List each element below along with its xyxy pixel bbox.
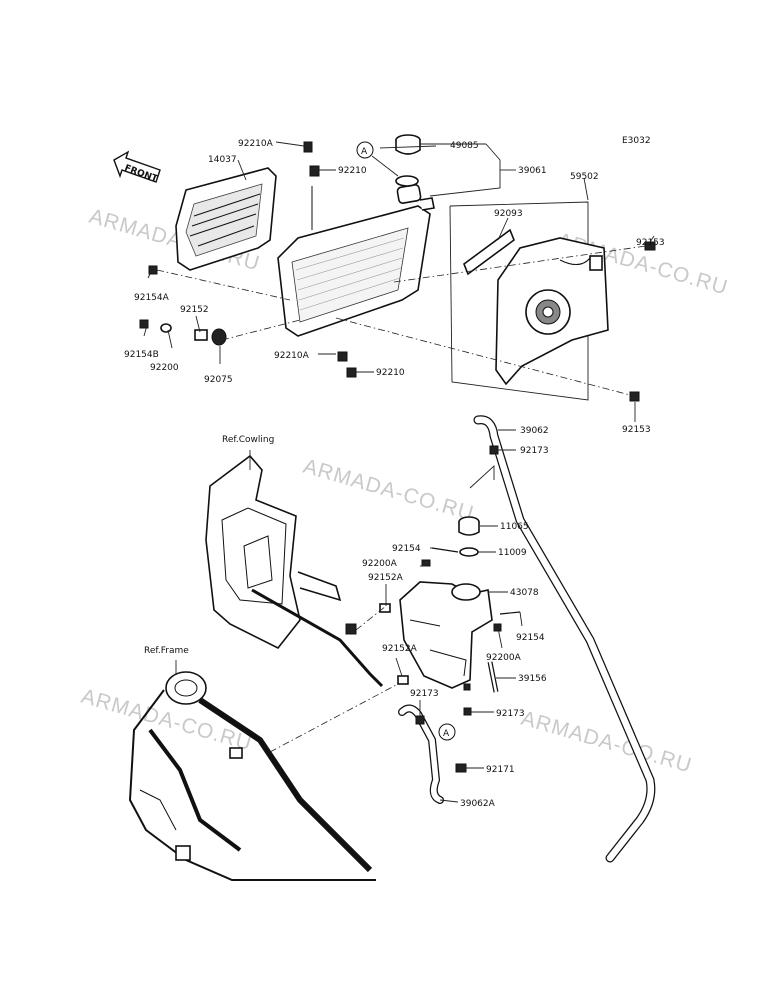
label-39062A: 39062A (460, 799, 496, 809)
label-92152: 92152 (180, 305, 209, 315)
hose-39062A (398, 704, 467, 804)
label-92154: 92154 (392, 544, 421, 554)
label-92093: 92093 (494, 209, 523, 219)
drain-tube (463, 661, 499, 716)
label-92210-bottom: 92210 (376, 368, 405, 378)
label-ref-frame: Ref.Frame (144, 646, 189, 656)
label-92154A: 92154A (134, 293, 170, 303)
label-92200A-left: 92200A (362, 559, 398, 569)
callout-a-bottom: A (438, 723, 456, 741)
leader-lines-top (143, 141, 655, 422)
radiator-screen (175, 167, 277, 271)
radiator (277, 141, 435, 378)
label-92210A-bottom: 92210A (274, 351, 310, 361)
label-92210A-top: 92210A (238, 139, 274, 149)
label-92173-top: 92173 (520, 446, 549, 456)
cowling-bracket (205, 454, 384, 688)
hardware-left (139, 265, 227, 346)
label-49085: 49085 (450, 141, 479, 151)
part-labels: 14037 92210A 92210 49085 39061 59502 920… (124, 139, 665, 809)
label-14037: 14037 (208, 155, 237, 165)
reservoir-tank (399, 581, 493, 689)
watermark-5: ARMADA-CO.RU (519, 707, 695, 778)
leader-lines-bottom (175, 429, 523, 803)
callout-a-top-letter: A (361, 147, 368, 157)
label-92154B: 92154B (124, 350, 159, 360)
hose-39062 (473, 415, 656, 863)
label-43078: 43078 (510, 588, 539, 598)
callout-a-top: A (356, 141, 399, 177)
label-92152A-bottom: 92152A (382, 644, 418, 654)
label-92171: 92171 (486, 765, 515, 775)
radiator-cap (395, 134, 421, 155)
reservoir-cap (458, 516, 480, 557)
tank-hardware (379, 547, 521, 685)
label-92154-right: 92154 (516, 633, 545, 643)
label-59502: 59502 (570, 172, 599, 182)
label-11065: 11065 (500, 522, 529, 532)
label-11009: 11009 (498, 548, 527, 558)
label-39061: 39061 (518, 166, 547, 176)
bolt-92153-bottom (629, 391, 640, 402)
label-39062: 39062 (520, 426, 549, 436)
label-92153-top: 92153 (636, 238, 665, 248)
label-92152A-top: 92152A (368, 573, 404, 583)
label-39156: 39156 (518, 674, 547, 684)
label-92173-right: 92173 (496, 709, 525, 719)
label-92075: 92075 (204, 375, 233, 385)
label-92200: 92200 (150, 363, 179, 373)
frame (128, 671, 376, 881)
diagram-code: E3032 (622, 136, 651, 146)
fan-assembly (449, 201, 609, 401)
label-92210-top: 92210 (338, 166, 367, 176)
label-92153-bottom: 92153 (622, 425, 651, 435)
watermark-3: ARMADA-CO.RU (301, 455, 477, 526)
label-92200A-right: 92200A (486, 653, 522, 663)
label-92173-mid: 92173 (410, 689, 439, 699)
front-arrow: FRONT (113, 150, 161, 185)
label-ref-cowling: Ref.Cowling (222, 435, 274, 445)
callout-a-bottom-letter: A (443, 729, 450, 739)
